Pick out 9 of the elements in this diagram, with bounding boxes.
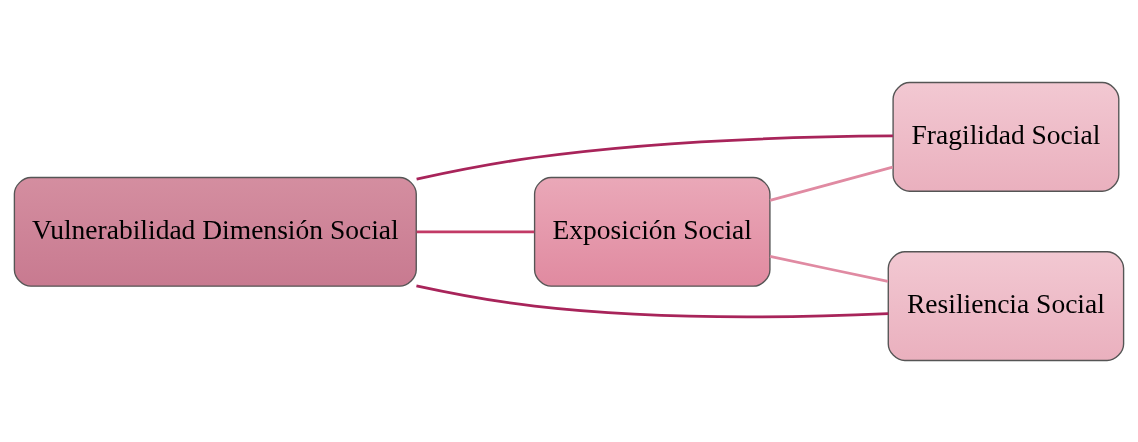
connector (416, 134, 893, 180)
node-box: Exposición Social (533, 176, 771, 287)
node-box: Fragilidad Social (892, 81, 1120, 192)
connector (769, 165, 894, 202)
connector (416, 229, 535, 233)
node-box: Resiliencia Social (887, 250, 1125, 361)
connector (769, 254, 889, 283)
connector (416, 284, 889, 318)
node-box: Vulnerabilidad Dimensión Social (13, 176, 417, 287)
